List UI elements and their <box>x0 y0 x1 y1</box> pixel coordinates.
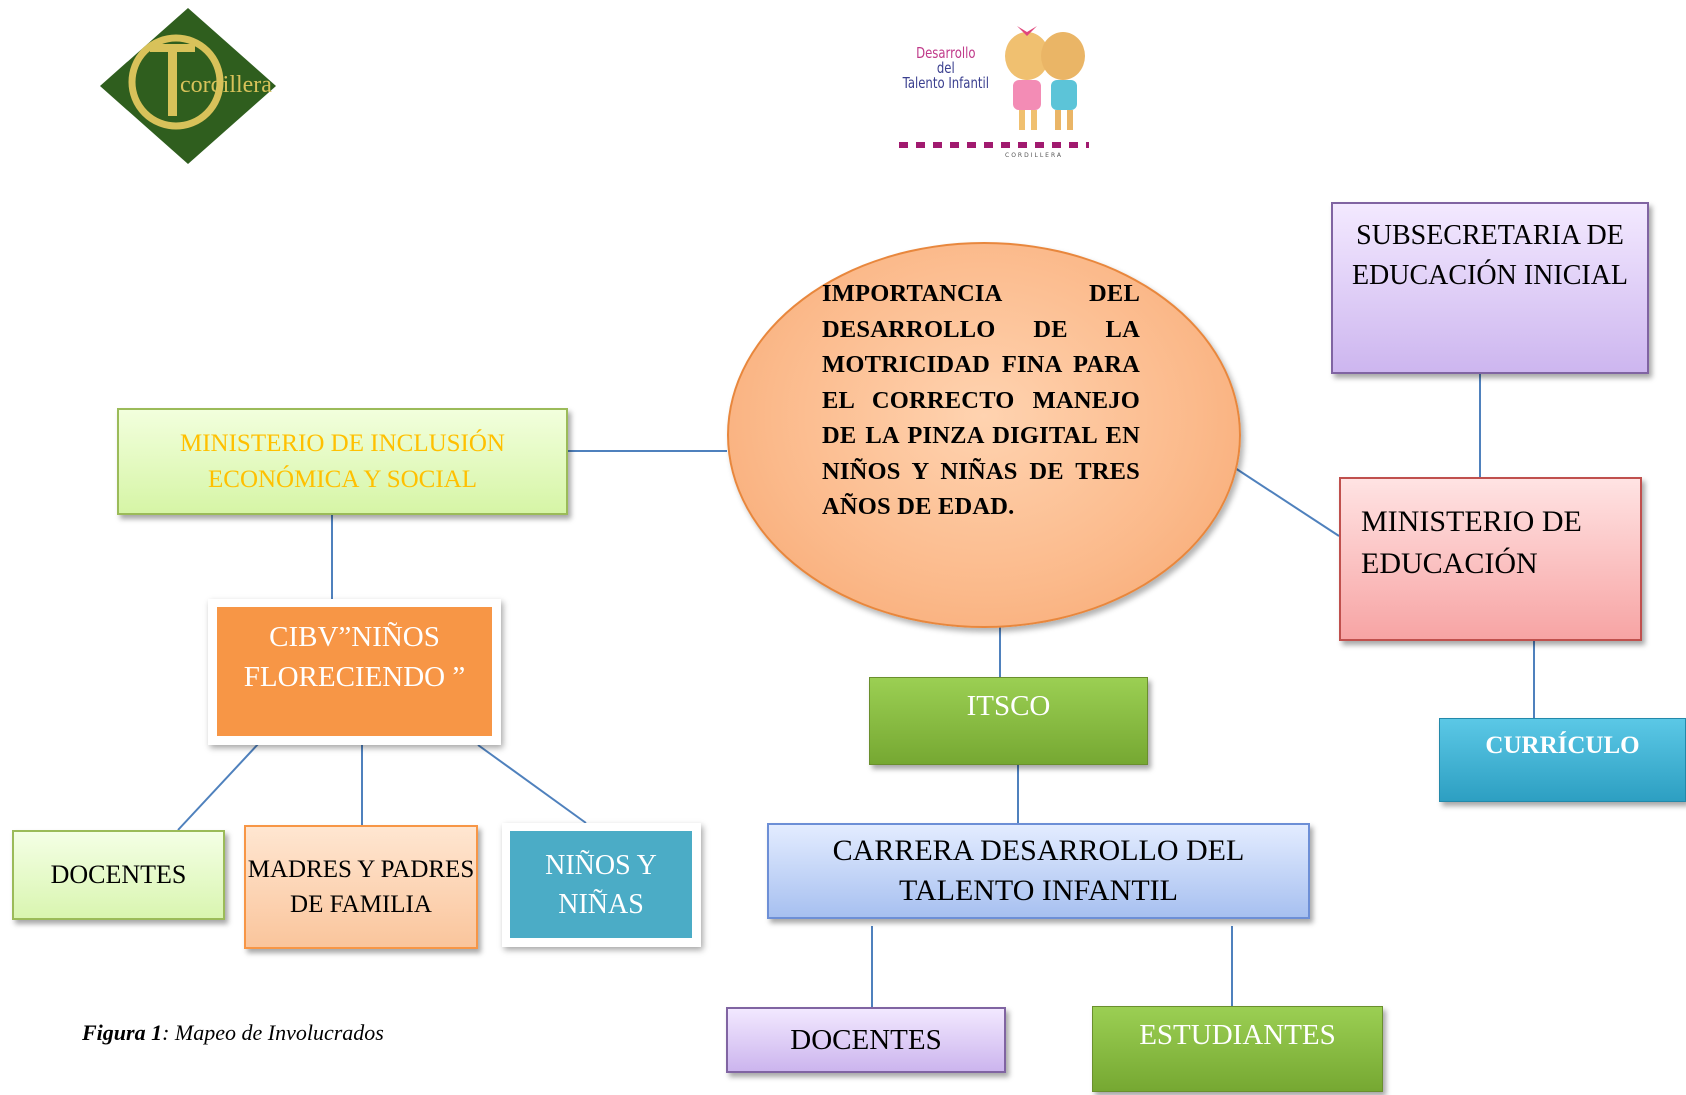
node-itsco: ITSCO <box>869 677 1148 765</box>
node-carrera: CARRERA DESARROLLO DEL TALENTO INFANTIL <box>767 823 1310 919</box>
dti-logo-small-text: CORDILLERA <box>1005 152 1063 159</box>
figure-caption-text: : Mapeo de Involucrados <box>162 1020 384 1045</box>
cordillera-logo: cordillera <box>100 8 276 164</box>
dti-logo-line1: Desarrollo <box>916 44 976 62</box>
line-cibv-docentes <box>177 741 261 831</box>
node-docentes-left: DOCENTES <box>12 830 225 920</box>
node-subsecretaria: SUBSECRETARIA DE EDUCACIÓN INICIAL <box>1331 202 1649 374</box>
node-curriculo: CURRÍCULO <box>1439 718 1686 802</box>
node-madres-padres: MADRES Y PADRES DE FAMILIA <box>244 825 478 949</box>
figure-caption-label: Figura 1 <box>82 1020 163 1045</box>
dti-logo: Desarrollo del Talento Infantil CORDILLE… <box>895 14 1095 162</box>
dti-logo-dashes <box>899 142 1089 148</box>
node-cibv: CIBV”NIÑOS FLORECIENDO ” <box>217 607 492 736</box>
central-topic-ellipse <box>727 242 1241 628</box>
dti-logo-line2: del <box>936 59 955 77</box>
cordillera-logo-text: cordillera <box>180 72 272 98</box>
node-ninos-ninas: NIÑOS Y NIÑAS <box>510 831 692 938</box>
line-cibv-ninos <box>477 744 587 824</box>
node-ministerio-educacion: MINISTERIO DE EDUCACIÓN <box>1339 477 1642 641</box>
figure-caption: Figura 1: Mapeo de Involucrados <box>82 1020 384 1046</box>
dti-logo-children-illustration <box>1005 26 1085 130</box>
node-ministerio-inclusion: MINISTERIO DE INCLUSIÓN ECONÓMICA Y SOCI… <box>117 408 568 515</box>
dti-logo-line3: Talento Infantil <box>902 74 989 92</box>
node-docentes-bottom: DOCENTES <box>726 1007 1006 1073</box>
node-estudiantes: ESTUDIANTES <box>1092 1006 1383 1092</box>
line-center-mineduc <box>1231 465 1340 537</box>
central-topic-text: IMPORTANCIA DEL DESARROLLO DE LA MOTRICI… <box>822 280 1140 520</box>
dti-logo-title: Desarrollo del Talento Infantil <box>899 46 993 91</box>
